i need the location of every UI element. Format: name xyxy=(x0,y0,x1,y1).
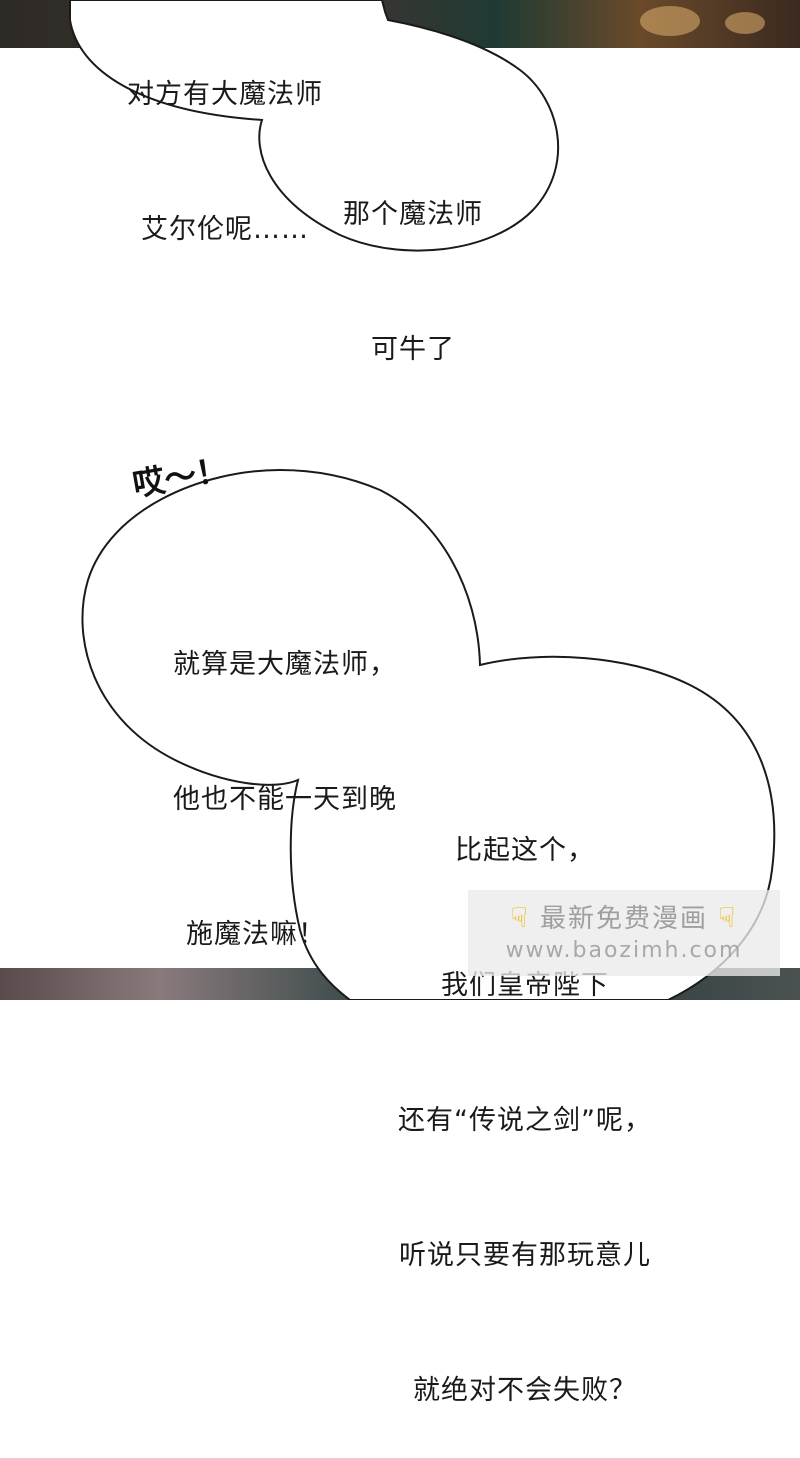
watermark-title: 最新免费漫画 xyxy=(539,904,708,934)
bubble-3-line-1: 就算是大魔法师， xyxy=(173,649,397,680)
speech-bubbles xyxy=(69,0,776,1000)
bubble-4-line-1: 比起这个， xyxy=(455,835,595,866)
bubble-1-text: 对方有大魔法师 艾尔伦呢…… xyxy=(90,0,360,297)
bubble-4-line-5: 就绝对不会失败？ xyxy=(413,1375,637,1406)
bubble-4-line-4: 听说只要有那玩意儿 xyxy=(399,1240,651,1271)
bubble-2-line-1: 那个魔法师 xyxy=(343,199,483,230)
bubble-3-line-3: 施魔法嘛！ xyxy=(186,919,326,950)
bubble-2-text: 那个魔法师 可牛了 xyxy=(308,102,518,417)
bubble-bottom xyxy=(81,468,776,1000)
bubble-2-line-2: 可牛了 xyxy=(371,334,455,365)
bubble-1-line-1: 对方有大魔法师 xyxy=(127,79,323,110)
pointing-hand-icon: ☟ xyxy=(718,901,738,934)
watermark-badge[interactable]: ☟ 最新免费漫画 ☟ www.baozimh.com xyxy=(468,890,780,976)
bubble-top xyxy=(69,0,560,252)
bubble-3-text: 就算是大魔法师， 他也不能一天到晚 施魔法嘛！ xyxy=(140,552,430,1002)
bubble-4-line-3: 还有“传说之剑”呢， xyxy=(398,1105,652,1136)
bubble-3-line-2: 他也不能一天到晚 xyxy=(173,784,397,815)
bubble-1-line-2: 艾尔伦呢…… xyxy=(141,214,309,245)
pointing-hand-icon: ☟ xyxy=(510,901,530,934)
watermark-url[interactable]: www.baozimh.com xyxy=(505,938,743,963)
bubble-4-text: 比起这个， 我们皇帝陛下 还有“传说之剑”呢， 听说只要有那玩意儿 就绝对不会失… xyxy=(355,738,695,1458)
